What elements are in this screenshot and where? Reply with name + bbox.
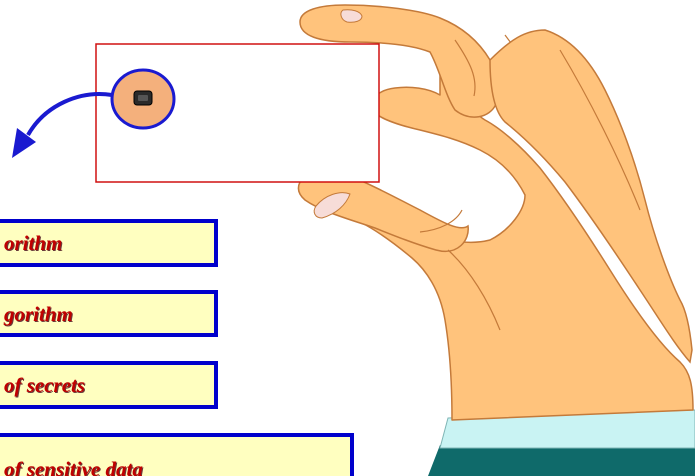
label-text-2: gorithm	[4, 304, 73, 325]
label-box-2: gorithm	[0, 290, 218, 337]
label-text-3: of secrets	[4, 375, 85, 396]
label-text-4: of sensitive data	[4, 459, 143, 476]
sleeve	[428, 445, 695, 476]
label-box-3: of secrets	[0, 361, 218, 409]
arrow-head	[12, 128, 36, 158]
chip-icon-inner	[138, 95, 148, 101]
label-text-1: orithm	[4, 233, 62, 254]
label-box-1: orithm	[0, 219, 218, 267]
label-box-4: of sensitive data	[0, 433, 354, 476]
